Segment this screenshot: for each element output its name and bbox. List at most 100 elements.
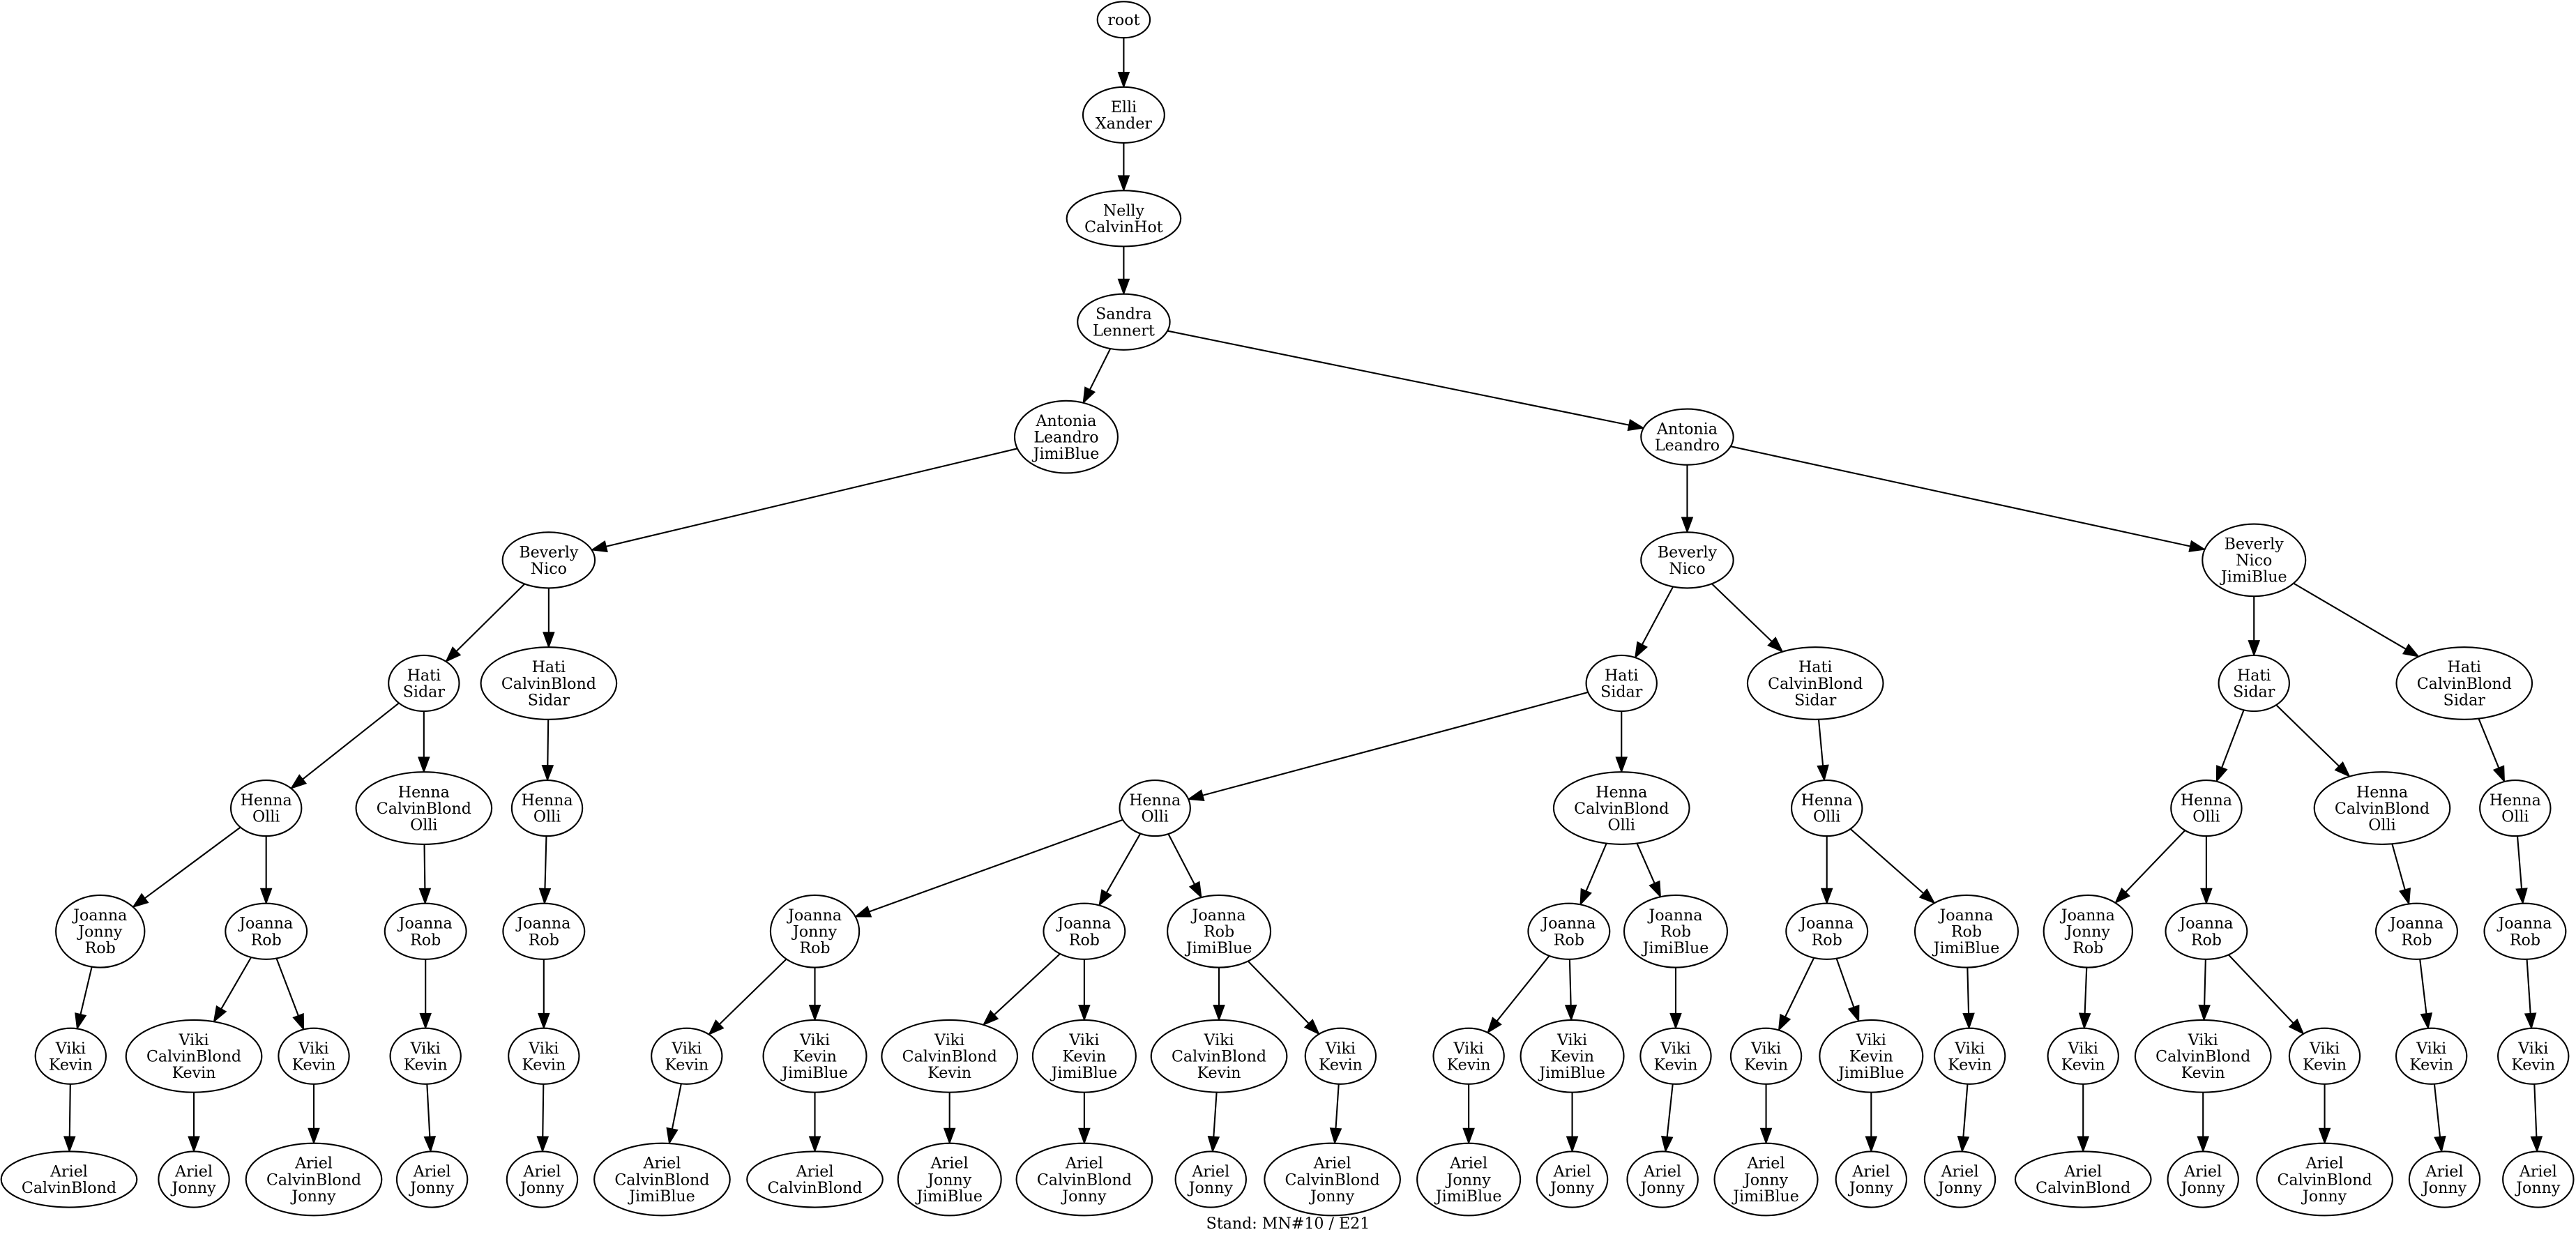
- node-label-line: Jonny: [519, 1179, 565, 1197]
- arrowhead-icon: [1579, 888, 1592, 906]
- node-label-line: Rob: [1554, 931, 1584, 949]
- node-ellipse: [1150, 1019, 1288, 1093]
- node-ellipse: [1791, 779, 1863, 837]
- tree-node[interactable]: root: [1096, 1, 1151, 39]
- edge-line: [2533, 1084, 2538, 1137]
- node-ellipse: [1264, 1142, 1401, 1217]
- edge-arrow: [808, 967, 821, 1022]
- node-label-line: Jonny: [2180, 1179, 2226, 1197]
- edge-line: [2526, 959, 2531, 1014]
- arrowhead-icon: [1098, 889, 1112, 907]
- arrowhead-icon: [538, 888, 552, 905]
- node-ellipse: [769, 894, 861, 968]
- edge-arrow: [1167, 330, 1645, 432]
- edge-arrow: [543, 588, 555, 649]
- edge-line: [1849, 828, 1924, 894]
